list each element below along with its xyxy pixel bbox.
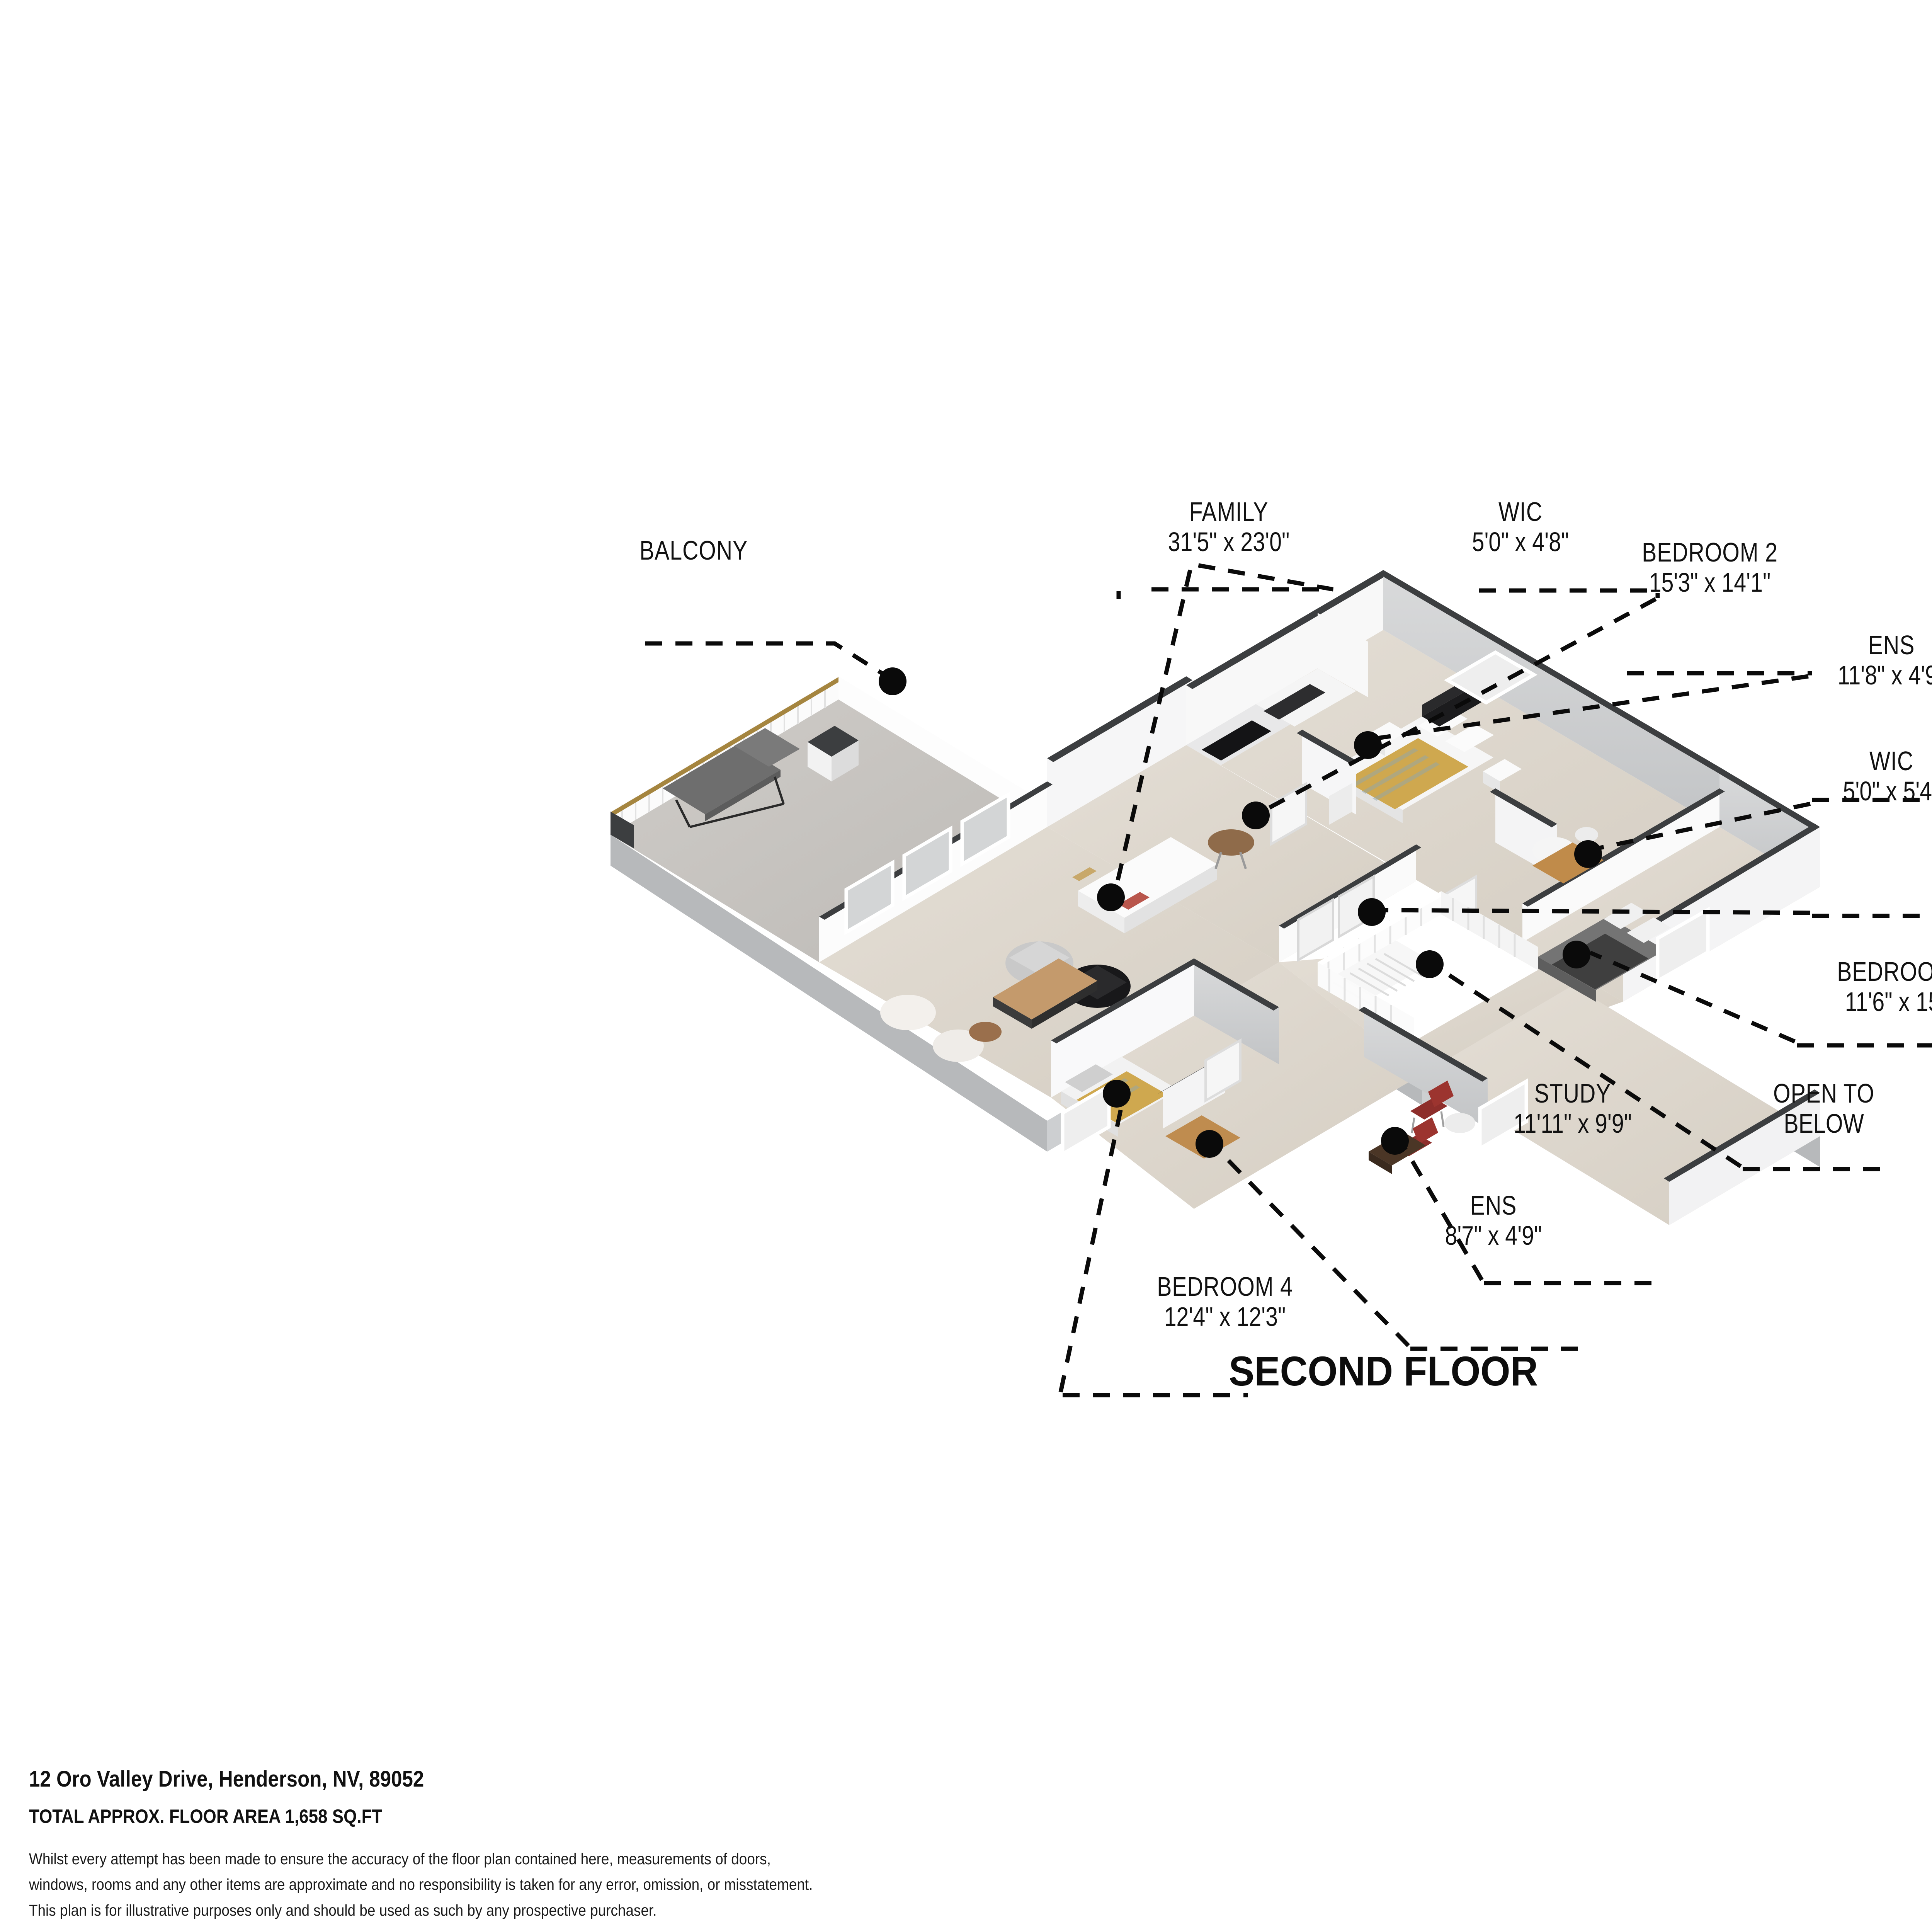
balcony-floor — [611, 699, 1047, 962]
study — [1359, 1007, 1820, 1225]
label-bedroom4: BEDROOM 4 12'4" x 12'3" — [1157, 1271, 1293, 1332]
marker-bedroom3 — [1563, 941, 1590, 968]
label-bedroom3: BEDROOM 3 11'6" x 15'6" — [1837, 956, 1932, 1017]
study-round-table — [1444, 1113, 1475, 1133]
exterior-walls — [838, 570, 1820, 1002]
label-bedroom2: BEDROOM 2 15'3" x 14'1" — [1642, 537, 1778, 598]
disclaimer-line-3: This plan is for illustrative purposes o… — [29, 1901, 657, 1919]
family-sliding-doors — [819, 781, 1053, 962]
label-open-to-below: OPEN TO BELOW — [1773, 1078, 1874, 1139]
marker-balcony — [879, 667, 906, 695]
family-furniture — [880, 829, 1254, 1062]
label-wic-2: WIC 5'0" x 5'4" — [1843, 746, 1932, 807]
wic-shelving-bed2 — [1329, 783, 1352, 825]
label-study: STUDY 11'11" x 9'9" — [1513, 1078, 1632, 1139]
marker-bedroom2 — [1354, 731, 1382, 759]
bedroom3 — [1538, 903, 1710, 1002]
marker-bedroom4 — [1103, 1080, 1131, 1108]
total-floor-area: TOTAL APPROX. FLOOR AREA 1,658 SQ.FT — [29, 1806, 383, 1827]
disclaimer: Whilst every attempt has been made to en… — [29, 1846, 1211, 1923]
marker-family — [1097, 883, 1125, 911]
disclaimer-line-2: windows, rooms and any other items are a… — [29, 1875, 813, 1894]
marker-ens-bed2 — [1574, 840, 1602, 868]
label-ens-bed2: ENS 11'8" x 4'9" — [1837, 630, 1932, 691]
bedroom2-window — [1444, 650, 1537, 705]
label-ens-study: ENS 8'7" x 4'9" — [1445, 1190, 1542, 1251]
bedroom4-window — [1061, 1083, 1111, 1157]
interior-walls-family — [1279, 613, 1421, 962]
disclaimer-line-1: Whilst every attempt has been made to en… — [29, 1850, 771, 1868]
bedroom4 — [1051, 958, 1279, 1159]
label-wic-1: WIC 5'0" x 4'8" — [1472, 497, 1569, 557]
footer-block: 12 Oro Valley Drive, Henderson, NV, 8905… — [29, 1766, 1343, 1923]
small-round-stool — [969, 1022, 1002, 1042]
bedroom4-doors — [1204, 1038, 1242, 1103]
label-family: FAMILY 31'5" x 23'0" — [1168, 497, 1290, 557]
study-window — [1478, 1078, 1528, 1152]
floor-title: SECOND FLOOR — [1229, 1348, 1538, 1394]
bedroom3-window — [1656, 907, 1710, 984]
balcony-side-table — [808, 726, 859, 781]
round-side-table — [1208, 829, 1254, 869]
label-balcony: BALCONY — [639, 535, 748, 565]
marker-open-to-below — [1416, 950, 1444, 978]
leader-lines — [645, 562, 1932, 1397]
marker-wic-2 — [1358, 898, 1386, 926]
pouf-2 — [933, 1030, 984, 1062]
nightstand-right — [1483, 759, 1522, 793]
balcony-lounger — [663, 728, 800, 828]
marker-wic-1 — [1242, 802, 1270, 829]
marker-study — [1381, 1127, 1409, 1155]
study-chair-1 — [1410, 1081, 1454, 1133]
marker-ens-study — [1196, 1130, 1223, 1158]
bedroom4-study-floor — [1051, 962, 1422, 1209]
property-address: 12 Oro Valley Drive, Henderson, NV, 8905… — [29, 1766, 424, 1792]
coffee-table — [993, 958, 1097, 1029]
media-wall — [1186, 669, 1356, 765]
pouf — [880, 995, 936, 1030]
isometric-floor-render — [611, 562, 1932, 1397]
bedroom2 — [1270, 650, 1725, 942]
leader-diagonals — [1058, 569, 1811, 1393]
